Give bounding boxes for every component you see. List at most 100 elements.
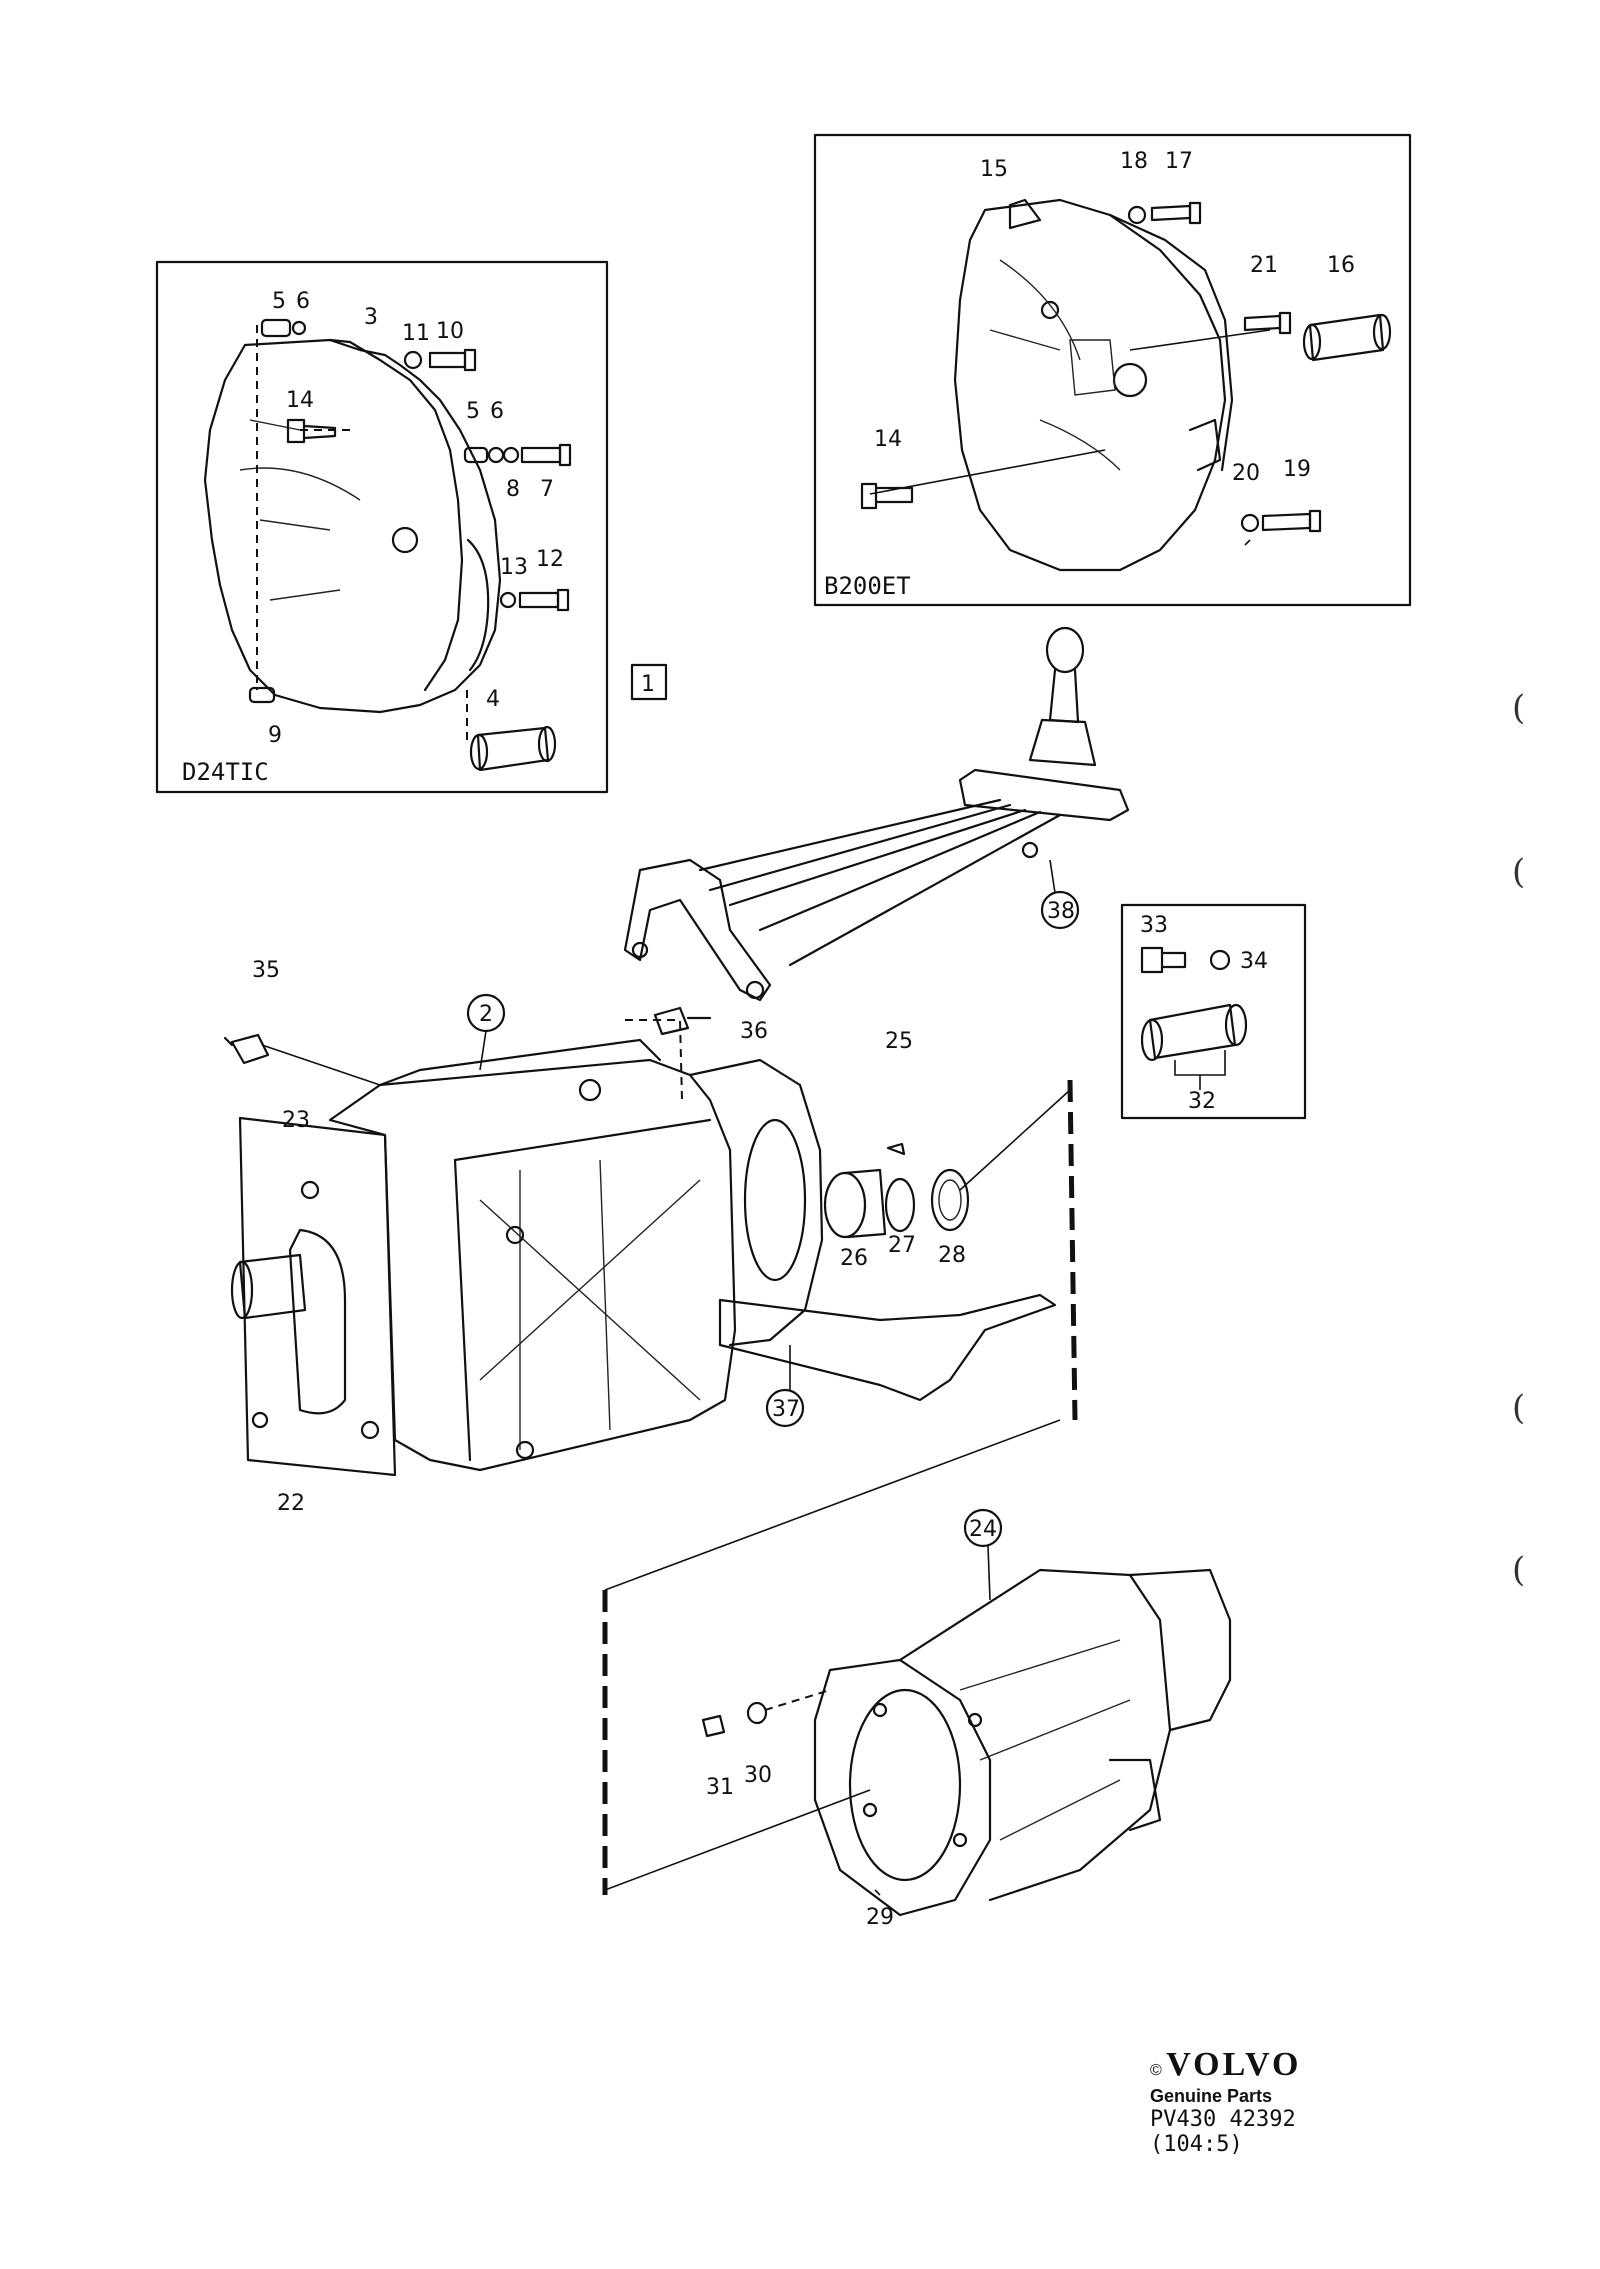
d24-shaft-hole <box>391 526 419 554</box>
label-2: 2 <box>479 1002 493 1027</box>
gear-lever-bracket <box>623 858 772 1002</box>
label-32: 32 <box>1188 1089 1216 1114</box>
b200-bolt-14-head <box>860 482 878 510</box>
gearbox-top-boss <box>578 1078 602 1102</box>
gear-lever-rods <box>698 798 1062 967</box>
gearbox-plate-opening <box>288 1228 347 1415</box>
guide-36 <box>625 1019 683 1101</box>
seal-bolt-33-shank <box>1160 951 1187 969</box>
margin-mark-2: ( <box>1512 852 1526 892</box>
mount-bracket-37 <box>718 1293 1057 1402</box>
gearbox-plate-hole-1 <box>300 1180 320 1200</box>
sensor-35 <box>230 1033 270 1065</box>
gearbox-rear-flange <box>743 1118 807 1282</box>
d24-washer-6 <box>487 446 505 464</box>
d24-bolt-10 <box>428 351 467 369</box>
label-circle-24 <box>963 1508 1003 1548</box>
b200-leader-14 <box>869 449 1106 495</box>
inset-seal-frame <box>1120 903 1307 1120</box>
label-circle-37 <box>765 1388 805 1428</box>
guide-30 <box>764 1689 831 1711</box>
d24-bolt-12 <box>518 591 560 609</box>
seal-bracket-32 <box>1174 1050 1226 1090</box>
seal-sleeve-32-end2 <box>1224 1003 1248 1047</box>
label-d24-9: 9 <box>268 723 282 748</box>
gear-lever-boot <box>1028 718 1097 767</box>
gear-lever-bracket-pivot <box>745 980 765 1000</box>
part-26-outer <box>823 1171 867 1239</box>
label-b200-14: 14 <box>874 427 902 452</box>
b200-side-lug <box>1188 418 1222 472</box>
inset-b200et: 15 18 17 21 16 14 20 19 B200ET <box>813 133 1412 607</box>
boxed-ref-1-frame <box>630 663 668 701</box>
catalog-ref: (104:5) <box>1150 2132 1243 2157</box>
label-d24-12: 12 <box>536 547 564 572</box>
label-d24-10: 10 <box>436 319 464 344</box>
overdrive-housing <box>898 1568 1172 1902</box>
gear-lever-bracket-hole <box>631 941 649 959</box>
washer-30 <box>746 1701 768 1725</box>
seal-washer-34 <box>1209 949 1231 971</box>
gearbox-side-boss-1 <box>505 1225 525 1245</box>
margin-mark-3: ( <box>1512 1388 1526 1428</box>
label-b200-20: 20 <box>1232 461 1260 486</box>
d24-sleeve-4-end <box>469 733 489 771</box>
b200-top-notch <box>1008 198 1042 230</box>
inset-b200et-frame <box>813 133 1412 607</box>
label-d24-13: 13 <box>500 555 528 580</box>
label-34: 34 <box>1240 949 1268 974</box>
b200-bolt-14-shank <box>874 486 914 504</box>
leader-29 <box>874 1889 881 1896</box>
b200-sleeve-16-end <box>1302 323 1322 361</box>
label-b200-18: 18 <box>1120 149 1148 174</box>
d24-sleeve-4 <box>476 726 550 772</box>
label-b200-15: 15 <box>980 157 1008 182</box>
overdrive-lower-boss <box>1108 1758 1162 1832</box>
part-27-ring <box>884 1177 916 1233</box>
label-31: 31 <box>706 1775 734 1800</box>
gear-lever-assembly: 38 <box>623 626 1130 1002</box>
gear-lever-stem <box>1048 668 1080 724</box>
b200et-caption: B200ET <box>824 572 911 600</box>
label-b200-19: 19 <box>1283 457 1311 482</box>
b200-flange <box>1108 213 1234 472</box>
dash-frame-37-right <box>1067 1079 1078 1421</box>
gearbox-adapter-plate <box>238 1116 397 1477</box>
sensor-35-tip <box>223 1036 234 1047</box>
nut-31 <box>701 1714 726 1738</box>
label-b200-16: 16 <box>1327 253 1355 278</box>
copyright-symbol: © <box>1150 2062 1162 2079</box>
gear-lever-knob <box>1045 626 1085 674</box>
d24tic-caption: D24TIC <box>182 758 269 786</box>
margin-mark-4: ( <box>1512 1550 1526 1590</box>
d24-washer-11 <box>403 350 423 370</box>
overdrive-stud-1 <box>872 1702 888 1718</box>
b200-shaft-hole <box>1112 362 1148 398</box>
b200-bellhousing <box>953 198 1227 572</box>
boxed-ref-1: 1 <box>630 663 668 701</box>
b200-bolt-21 <box>1243 314 1282 332</box>
d24-washer-8 <box>502 446 520 464</box>
b200-boss <box>1040 300 1060 320</box>
overdrive-stud-4 <box>967 1712 983 1728</box>
gearbox-housing <box>328 1058 737 1472</box>
d24-bolt-7-head <box>558 443 572 467</box>
seal-bolt-33-head <box>1140 946 1164 974</box>
label-d24-14: 14 <box>286 388 314 413</box>
leader-38 <box>1049 859 1056 894</box>
d24-washer-13 <box>499 591 517 609</box>
inset-d24tic: 5 6 3 11 10 14 5 6 8 7 13 12 9 4 D24TIC <box>155 260 609 794</box>
part-25-key <box>886 1142 906 1156</box>
b200-bolt-21-head <box>1278 311 1292 335</box>
gearbox-housing-ribs <box>479 1159 701 1450</box>
d24-bolt-14-shank <box>302 424 337 440</box>
label-d24-6-top: 6 <box>296 289 310 314</box>
label-d24-7: 7 <box>540 477 554 502</box>
label-25: 25 <box>885 1029 913 1054</box>
leader-35 <box>261 1044 381 1086</box>
d24-sleeve-4-end2 <box>537 725 557 763</box>
gearbox-plate-hole-2 <box>360 1420 380 1440</box>
b200-washer-18 <box>1127 205 1147 225</box>
label-22: 22 <box>277 1491 305 1516</box>
label-d24-4: 4 <box>486 687 500 712</box>
